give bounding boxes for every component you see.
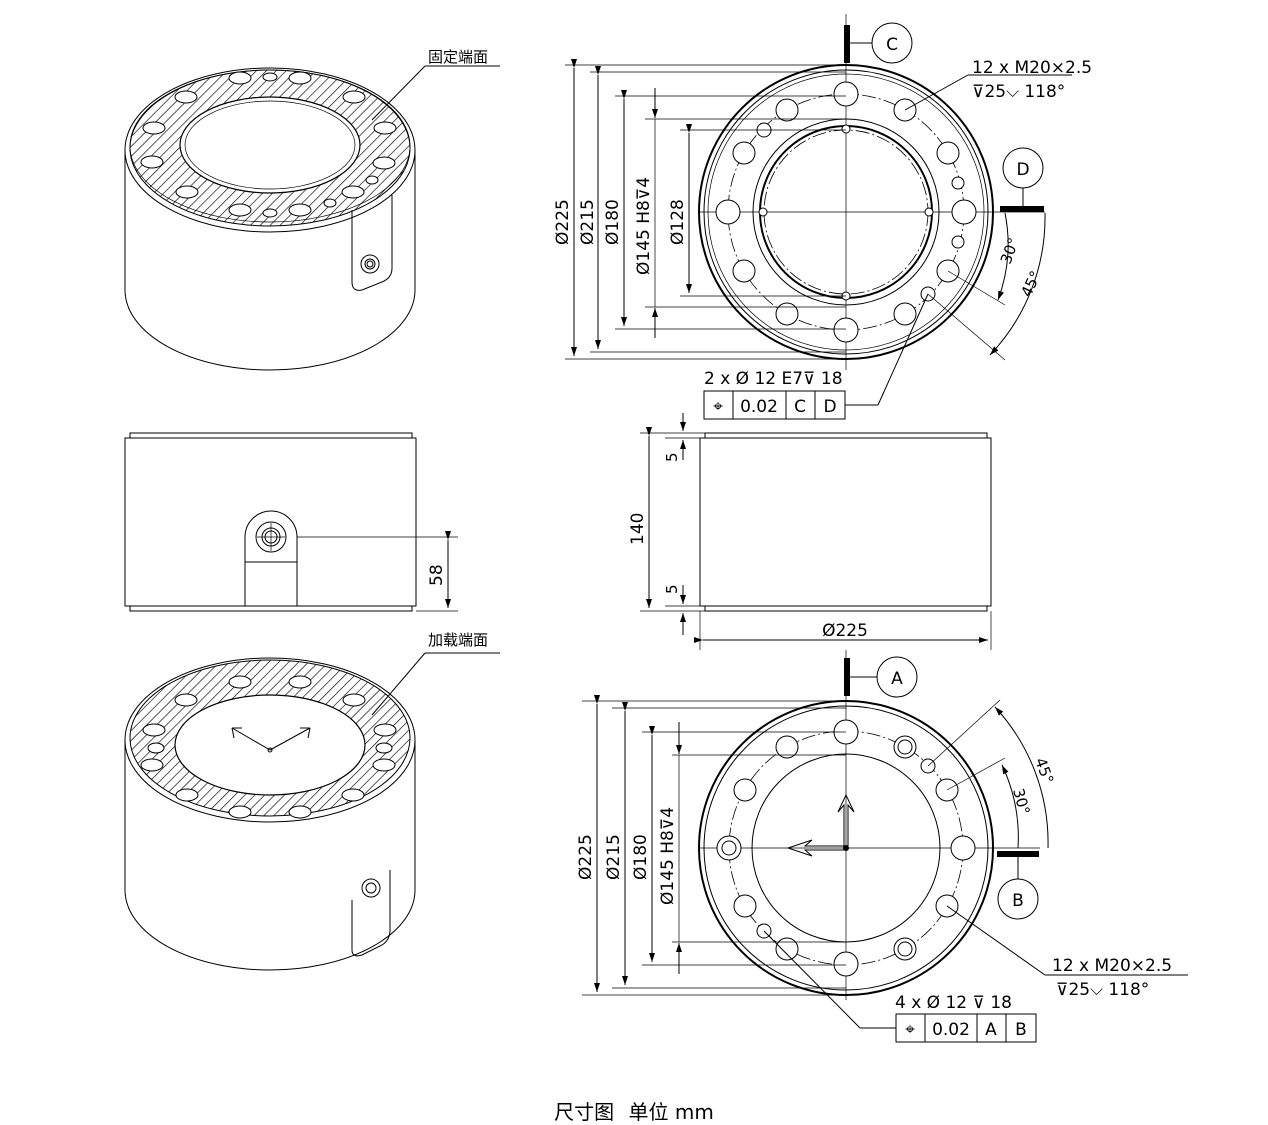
side-view — [124, 432, 458, 612]
iso-view-load-end — [124, 652, 500, 971]
thread-callout-top-line2: ⊽25⌵ 118° — [972, 82, 1065, 102]
angle-30-bottom: 30° — [1009, 786, 1033, 816]
dim-5-bottom: 5 — [663, 584, 681, 594]
pin-callout-bottom: 4 x Ø 12 ⊽ 18 — [895, 993, 1012, 1013]
datum-d: D — [1016, 160, 1029, 180]
thread-callout-bottom-line1: 12 x M20×2.5 — [1052, 956, 1172, 976]
top-plan-view — [565, 14, 1072, 420]
front-view — [640, 413, 992, 650]
angle-30-top: 30° — [997, 235, 1023, 266]
thread-callout-bottom-line2: ⊽25⌵ 118° — [1056, 980, 1149, 1000]
caption-unit: 单位 mm — [628, 1100, 714, 1124]
datum-b: B — [1012, 891, 1024, 911]
dim-145-bottom: Ø145 H8⊽4 — [658, 807, 678, 905]
fcf-symbol-top: ⌖ — [713, 397, 723, 417]
fcf-datum2-bottom: B — [1015, 1020, 1027, 1040]
fcf-datum2-top: D — [823, 397, 836, 417]
fcf-symbol-bottom: ⌖ — [905, 1020, 915, 1040]
fcf-tolerance-bottom: 0.02 — [932, 1020, 970, 1040]
label-fixed-end: 固定端面 — [428, 48, 488, 66]
dim-225-top: Ø225 — [553, 199, 573, 245]
dim-145-top: Ø145 H8⊽4 — [634, 177, 654, 275]
dim-225-front: Ø225 — [822, 621, 868, 641]
caption-title: 尺寸图 — [554, 1100, 615, 1124]
fcf-tolerance-top: 0.02 — [740, 397, 778, 417]
dim-128-top: Ø128 — [668, 199, 688, 245]
datum-c: C — [886, 35, 898, 55]
fcf-datum1-top: C — [794, 397, 806, 417]
thread-callout-top-line1: 12 x M20×2.5 — [972, 58, 1092, 78]
datum-a: A — [891, 669, 903, 689]
dim-180-top: Ø180 — [603, 199, 623, 245]
bottom-plan-view — [582, 650, 1188, 1043]
angle-45-bottom: 45° — [1031, 755, 1057, 786]
pin-callout-top: 2 x Ø 12 E7⊽ 18 — [704, 369, 843, 389]
dim-5-top: 5 — [663, 452, 681, 462]
drawing-caption: 尺寸图 单位 mm — [0, 1096, 1268, 1125]
dim-180-bottom: Ø180 — [631, 834, 651, 880]
dim-140: 140 — [628, 513, 648, 545]
label-load-end: 加载端面 — [428, 631, 488, 649]
dim-58: 58 — [427, 564, 447, 586]
angle-45-top: 45° — [1017, 268, 1045, 300]
dim-225-bottom: Ø225 — [576, 834, 596, 880]
dim-215-top: Ø215 — [578, 199, 598, 245]
dim-215-bottom: Ø215 — [604, 834, 624, 880]
fcf-datum1-bottom: A — [985, 1020, 997, 1040]
iso-view-fixed-end — [124, 65, 500, 371]
